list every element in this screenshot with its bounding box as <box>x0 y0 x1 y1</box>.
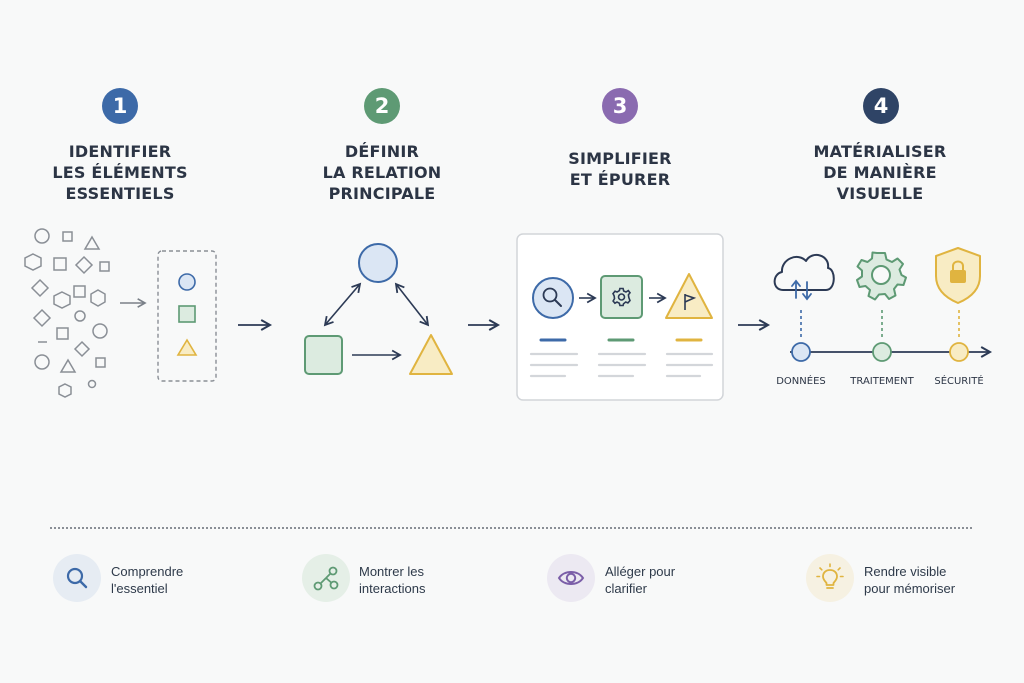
lock-icon <box>950 260 966 283</box>
step-2-title-line: DÉFINIR <box>344 142 420 161</box>
benefit-3-icon-bg <box>547 554 595 602</box>
benefit-1-text: Comprendre l'essentiel <box>111 563 183 597</box>
benefit-text-line: Montrer les <box>359 564 425 579</box>
step-1-title-line: LES ÉLÉMENTS <box>52 163 188 182</box>
step-1-title-line: ESSENTIELS <box>65 184 175 203</box>
benefit-text-line: clarifier <box>605 581 647 596</box>
step-3-title-line: ET ÉPURER <box>569 170 671 189</box>
gear-icon <box>612 287 632 307</box>
benefit-3-text: Alléger pour clarifier <box>605 563 675 597</box>
flow-label-security: SÉCURITÉ <box>934 376 984 387</box>
step-3-title: SIMPLIFIER ET ÉPURER <box>520 148 720 190</box>
essential-triangle <box>176 338 198 356</box>
essentials-box <box>157 250 217 382</box>
eye-icon <box>557 571 585 585</box>
cloud-icon <box>773 253 835 291</box>
benefit-text-line: pour mémoriser <box>864 581 956 596</box>
relation-triangle <box>409 334 453 375</box>
benefit-2-text: Montrer les interactions <box>359 563 425 597</box>
step-4-title: MATÉRIALISER DE MANIÈRE VISUELLE <box>780 141 980 204</box>
search-icon <box>542 287 558 303</box>
essential-circle <box>178 273 196 291</box>
card-text-lines <box>529 352 714 378</box>
card-gear-node <box>600 275 643 319</box>
search-icon <box>554 299 562 307</box>
flow-node-security <box>949 342 969 362</box>
step-2-title: DÉFINIR LA RELATION PRINCIPALE <box>282 141 482 204</box>
benefit-1-icon-bg <box>53 554 101 602</box>
step-1-title: IDENTIFIER LES ÉLÉMENTS ESSENTIELS <box>20 141 220 204</box>
step-3-title-line: SIMPLIFIER <box>568 149 672 168</box>
flow-node-data <box>791 342 811 362</box>
step-1-number: 1 <box>102 88 138 124</box>
card-search-node <box>532 277 574 319</box>
benefit-text-line: interactions <box>359 581 426 596</box>
relation-square <box>304 335 343 375</box>
relation-circle <box>358 243 398 283</box>
scattered-shapes <box>24 228 110 398</box>
relation-arrow-circle-triangle <box>394 282 430 327</box>
benefit-text-line: Comprendre <box>111 564 184 579</box>
essential-square <box>178 305 196 323</box>
benefit-text-line: Alléger pour <box>605 564 676 579</box>
benefit-4-text: Rendre visible pour mémoriser <box>864 563 955 597</box>
section-divider <box>50 527 972 529</box>
benefit-text-line: l'essentiel <box>111 581 168 596</box>
transfer-arrows-icon <box>791 279 812 301</box>
benefit-text-line: Rendre visible <box>864 564 947 579</box>
step-4-title-line: DE MANIÈRE <box>823 163 937 182</box>
relation-arrow-circle-square <box>323 282 362 327</box>
benefit-4-icon-bg <box>806 554 854 602</box>
step-4-number: 4 <box>863 88 899 124</box>
step-4-title-line: VISUELLE <box>836 184 924 203</box>
flag-icon <box>684 294 697 310</box>
network-icon <box>313 566 339 591</box>
step-2-number: 2 <box>364 88 400 124</box>
step-2-title-line: PRINCIPALE <box>328 184 436 203</box>
flow-label-data: DONNÉES <box>776 376 826 387</box>
lightbulb-icon <box>816 563 844 589</box>
gear-icon <box>856 251 907 301</box>
step-3-number: 3 <box>602 88 638 124</box>
flow-node-processing <box>872 342 892 362</box>
step-4-title-line: MATÉRIALISER <box>813 142 947 161</box>
step-2-title-line: LA RELATION <box>322 163 442 182</box>
flow-label-processing: TRAITEMENT <box>850 376 914 387</box>
step-1-title-line: IDENTIFIER <box>68 142 172 161</box>
benefit-2-icon-bg <box>302 554 350 602</box>
search-icon <box>66 567 88 589</box>
